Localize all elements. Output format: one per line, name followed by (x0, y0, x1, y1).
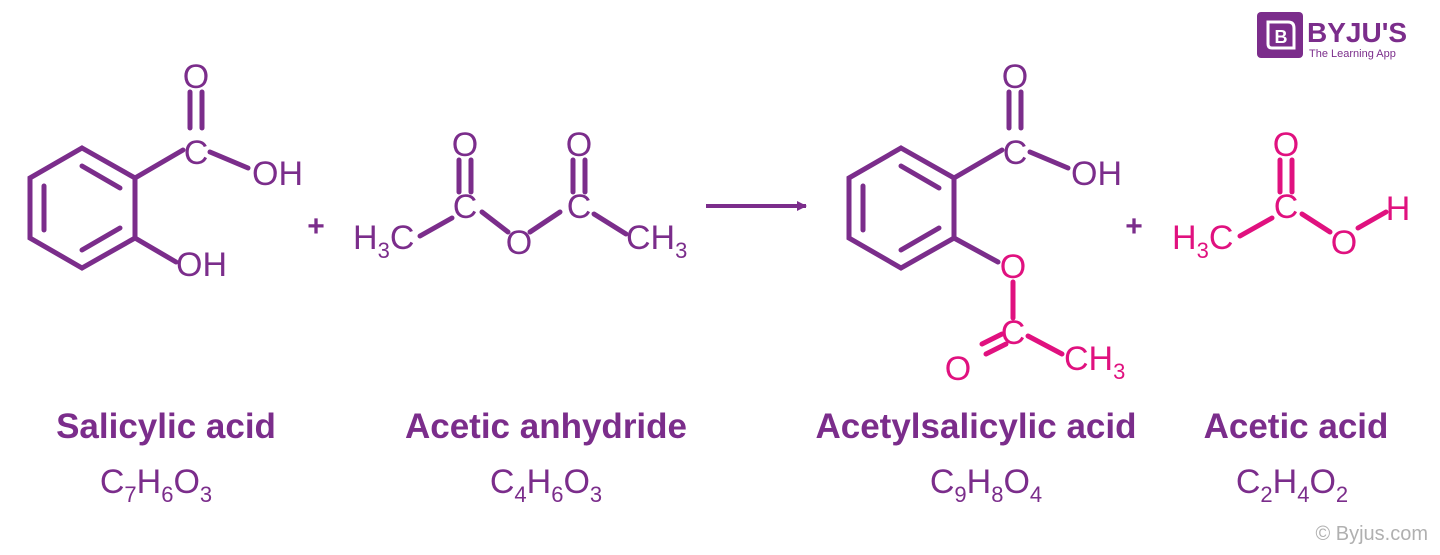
svg-text:B: B (1275, 27, 1288, 47)
atom-label: O (1002, 58, 1028, 96)
atom-label: O (183, 58, 209, 96)
methyl-label: H3C (353, 219, 414, 263)
logo-name: BYJU'S (1307, 17, 1407, 48)
methyl-label: CH3 (1064, 340, 1125, 384)
salicylic-acid-structure (27, 89, 251, 271)
atom-label: OH (1071, 155, 1122, 193)
atom-label: O (452, 126, 478, 164)
acetylsalicylic-acid-atoms: O C OH O C O CH3 (945, 58, 1126, 388)
acetic-anhydride-atoms: H3C O C O O C CH3 (353, 126, 687, 263)
compound-name-acetylsalicylic-acid: Acetylsalicylic acid (815, 407, 1136, 446)
acetic-acid-atoms: H3C O C O H (1172, 126, 1410, 263)
plus-sign: + (1125, 210, 1143, 243)
formula-salicylic-acid: C7H6O3 (100, 463, 212, 507)
atom-label: C (184, 134, 209, 172)
copyright-notice: © Byjus.com (1315, 523, 1428, 545)
compound-name-acetic-acid: Acetic acid (1204, 407, 1389, 446)
acetic-anhydride-structure (417, 157, 629, 239)
atom-label: C (1274, 188, 1299, 226)
atom-label: O (1331, 224, 1357, 262)
formula-acetic-anhydride: C4H6O3 (490, 463, 602, 507)
methyl-label: H3C (1172, 219, 1233, 263)
compound-name-salicylic-acid: Salicylic acid (56, 407, 276, 446)
atom-label: O (1000, 248, 1026, 286)
compound-name-acetic-anhydride: Acetic anhydride (405, 407, 687, 446)
atom-label: C (1001, 314, 1026, 352)
acetic-acid-structure (1237, 157, 1389, 239)
acetyl-group-bonds (979, 279, 1065, 357)
formula-acetylsalicylic-acid: C9H8O4 (930, 463, 1042, 507)
atom-label: O (506, 224, 532, 262)
b-book-icon: B (1266, 20, 1296, 50)
atom-label: O (945, 350, 971, 388)
atom-label: C (1003, 134, 1028, 172)
atom-label: OH (176, 246, 227, 284)
plus-sign: + (307, 210, 325, 243)
atom-label: H (1386, 190, 1411, 228)
logo-tagline: The Learning App (1309, 48, 1396, 60)
byjus-logo: B BYJU'S The Learning App (1257, 12, 1407, 60)
salicylic-acid-atoms: O C OH OH (176, 58, 303, 284)
formula-acetic-acid: C2H4O2 (1236, 463, 1348, 507)
atom-label: O (566, 126, 592, 164)
atom-label: C (567, 188, 592, 226)
methyl-label: CH3 (626, 219, 687, 263)
compound-labels: Salicylic acid Acetic anhydride Acetylsa… (56, 407, 1388, 507)
atom-label: C (453, 188, 478, 226)
atom-label: OH (252, 155, 303, 193)
atom-label: O (1273, 126, 1299, 164)
acetylsalicylic-acid-structure (846, 89, 1071, 271)
